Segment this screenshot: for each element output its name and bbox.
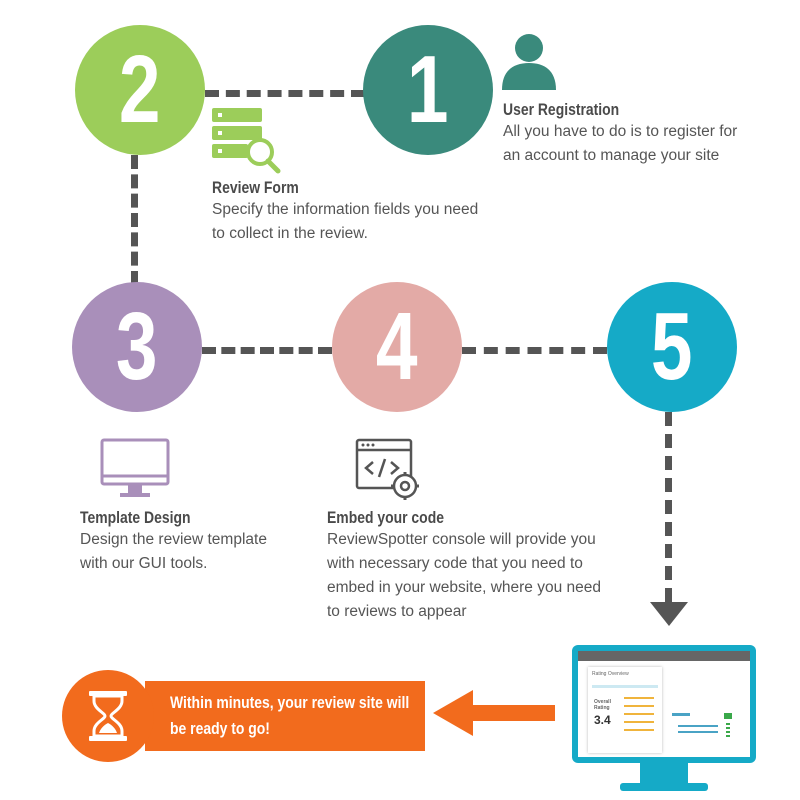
monitor-icon xyxy=(100,438,170,497)
banner-line-2: be ready to go! xyxy=(170,719,270,738)
step-2-number: 2 xyxy=(119,36,161,143)
step-4-title: Embed your code xyxy=(327,508,444,527)
rating-bars xyxy=(624,697,654,737)
monitor-neck xyxy=(640,763,688,785)
connector-4-5 xyxy=(462,347,607,354)
hourglass-icon xyxy=(89,691,127,741)
screen-bar-2 xyxy=(678,725,718,727)
panel-tabs xyxy=(592,685,658,688)
step-1-title: User Registration xyxy=(503,100,620,119)
step-5-circle: 5 xyxy=(607,282,737,412)
screen-badge xyxy=(724,713,732,719)
step-5-number: 5 xyxy=(651,293,693,400)
step-3-title: Template Design xyxy=(80,508,191,527)
step-4-circle: 4 xyxy=(332,282,462,412)
banner-text: Within minutes, your review site will be… xyxy=(170,690,409,742)
step-1-number: 1 xyxy=(407,36,449,143)
screen-bar-3 xyxy=(678,731,718,733)
step-3-circle: 3 xyxy=(72,282,202,412)
connector-2-1 xyxy=(205,90,365,97)
connector-2-3 xyxy=(131,155,138,285)
panel-title: Rating Overview xyxy=(592,671,629,677)
arrow-left-icon xyxy=(433,690,473,736)
arrow-left-shaft xyxy=(470,705,555,721)
step-3-description: Design the review template with our GUI … xyxy=(80,531,267,572)
step-3-number: 3 xyxy=(116,293,158,400)
ready-banner xyxy=(145,681,425,751)
step-1-description: All you have to do is to register for an… xyxy=(503,123,738,164)
step-1-circle: 1 xyxy=(363,25,493,155)
monitor-base xyxy=(620,783,708,791)
server-search-icon xyxy=(212,108,281,174)
monitor-screen: Rating Overview Overall Rating 3.4 xyxy=(578,651,750,757)
overall-label-1: Overall xyxy=(594,699,611,705)
user-icon xyxy=(502,34,556,90)
connector-5-monitor xyxy=(665,412,672,602)
step-4-description: ReviewSpotter console will provide you w… xyxy=(327,531,601,620)
hourglass-circle xyxy=(62,670,154,762)
connector-3-4 xyxy=(202,347,332,354)
screen-marks xyxy=(726,723,730,737)
step-2-circle: 2 xyxy=(75,25,205,155)
banner-line-1: Within minutes, your review site will xyxy=(170,693,410,712)
overall-rating-value: 3.4 xyxy=(594,713,611,727)
step-2-title: Review Form xyxy=(212,178,299,197)
step-4-number: 4 xyxy=(376,293,418,400)
code-window-gear-icon xyxy=(355,438,419,500)
step-2-description: Specify the information fields you need … xyxy=(212,201,479,242)
arrow-down-icon xyxy=(650,602,688,626)
overall-label-2: Rating xyxy=(594,705,610,711)
screen-bar-1 xyxy=(672,713,690,716)
screen-topbar xyxy=(578,651,750,661)
rating-panel: Rating Overview Overall Rating 3.4 xyxy=(588,667,662,753)
